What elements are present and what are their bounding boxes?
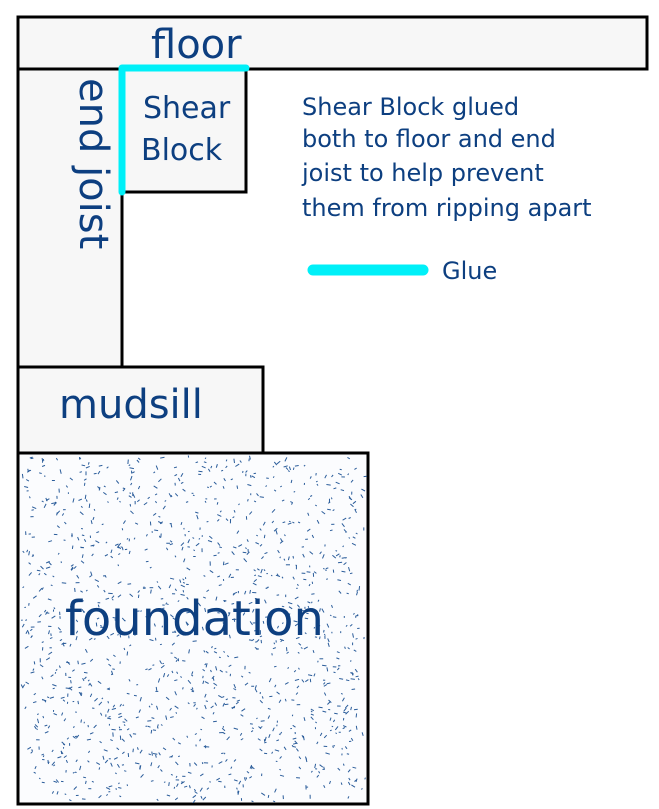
concrete-texture <box>20 455 367 803</box>
end-joist <box>16 67 124 369</box>
end-joist-label: end joist <box>70 78 116 249</box>
foundation <box>16 451 370 806</box>
note-line-3: joist to help prevent <box>301 159 544 187</box>
foundation-label: foundation <box>65 591 324 647</box>
glue-legend-label: Glue <box>442 257 497 285</box>
note-line-1: Shear Block glued <box>302 93 519 121</box>
note-line-2: both to floor and end <box>302 125 556 153</box>
floor-label: floor <box>151 22 242 68</box>
mudsill <box>16 365 265 455</box>
shear-block <box>120 67 248 194</box>
shear-block-label-line2: Block <box>141 133 223 168</box>
mudsill-label: mudsill <box>59 382 203 428</box>
glue-line <box>118 64 250 196</box>
note-line-4: them from ripping apart <box>302 194 592 222</box>
floor-board <box>16 15 649 71</box>
shear-block-label-line1: Shear <box>143 91 231 126</box>
